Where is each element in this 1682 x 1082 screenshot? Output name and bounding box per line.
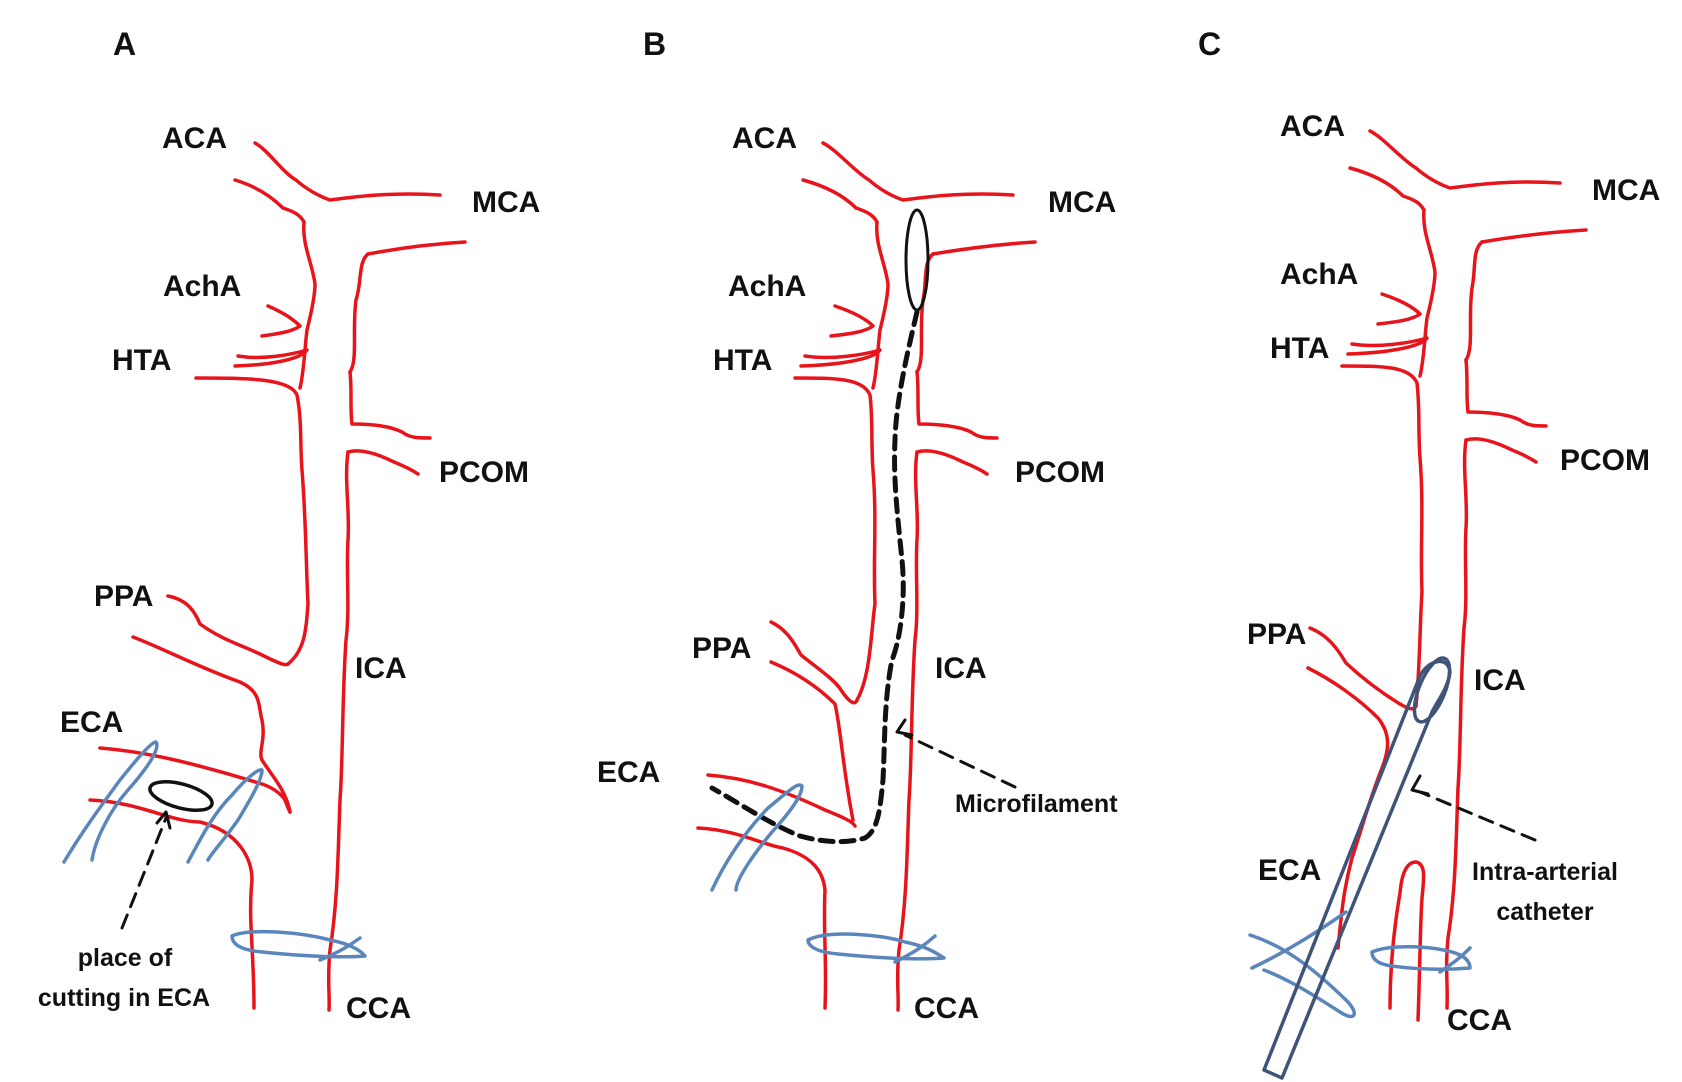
ica-left-wall (298, 220, 317, 390)
eca-cut-arrowhead (155, 810, 172, 830)
ica-right-wall-long (326, 450, 351, 1012)
label-mca: MCA (472, 186, 540, 219)
label-ica: ICA (355, 652, 407, 685)
cca-suture (230, 929, 367, 959)
panel-a-sutures (62, 740, 367, 962)
mca-lower-wall (366, 240, 467, 256)
filament-tip-ellipse (904, 208, 930, 312)
label-c-ppa: PPA (1247, 618, 1306, 651)
label-acha: AchA (163, 270, 241, 303)
panel-a-arteries (88, 141, 467, 1012)
aca-lower-wall (233, 178, 306, 224)
pcom-wall (346, 449, 420, 476)
annotation-c-line2: catheter (1496, 898, 1594, 926)
hta-branch (233, 348, 309, 368)
label-c-pcom: PCOM (1560, 444, 1650, 477)
panel-a-letter: A (113, 26, 136, 62)
panel-c-arteries (1306, 129, 1588, 1022)
label-aca: ACA (162, 122, 227, 155)
microfilament-thread (709, 309, 920, 845)
eca-stump-tip (260, 758, 292, 814)
catheter-arrow (1418, 790, 1537, 842)
label-b-acha: AchA (728, 270, 806, 303)
label-c-acha: AchA (1280, 258, 1358, 291)
microfilament-arrowhead (895, 718, 914, 737)
ppa-vessel-upper (166, 594, 290, 667)
ica-right-wall-upper (348, 252, 370, 374)
ica-right-wall-notch (348, 370, 432, 440)
eca-stump-lower (88, 798, 256, 1010)
label-b-pcom: PCOM (1015, 456, 1105, 489)
panel-b-letter: B (643, 26, 666, 62)
label-c-ica: ICA (1474, 664, 1526, 697)
label-b-ppa: PPA (692, 632, 751, 665)
annotation-b: Microfilament (955, 790, 1118, 818)
label-c-cca: CCA (1447, 1004, 1512, 1037)
panel-c-letter: C (1198, 26, 1221, 62)
catheter-arrowhead (1410, 774, 1430, 796)
label-b-cca: CCA (914, 992, 979, 1025)
label-b-hta: HTA (713, 344, 772, 377)
panel-c: C ACA M (1198, 26, 1660, 1080)
annotation-c-line1: Intra-arterial (1472, 858, 1618, 886)
label-b-ica: ICA (935, 652, 987, 685)
label-ppa: PPA (94, 580, 153, 613)
cca-suture-tail (318, 936, 362, 962)
intra-arterial-catheter (1262, 656, 1452, 1080)
panel-c-sutures (1248, 910, 1472, 1019)
eca-cut-arrow (120, 816, 168, 930)
label-c-aca: ACA (1280, 110, 1345, 143)
ppa-vessel-lower (131, 635, 265, 762)
label-hta: HTA (112, 344, 171, 377)
label-c-mca: MCA (1592, 174, 1660, 207)
label-eca: ECA (60, 706, 123, 739)
acha-branch (260, 304, 302, 338)
label-c-eca: ECA (1258, 854, 1321, 887)
label-pcom: PCOM (439, 456, 529, 489)
eca-suture-left (62, 740, 159, 864)
aca-vessel (253, 141, 442, 202)
label-b-mca: MCA (1048, 186, 1116, 219)
panel-a: A ACA MCA (38, 26, 540, 1025)
label-cca: CCA (346, 992, 411, 1025)
label-b-aca: ACA (732, 122, 797, 155)
annotation-a-line2: cutting in ECA (38, 984, 210, 1012)
label-c-hta: HTA (1270, 332, 1329, 365)
ica-left-wall-mid (194, 376, 310, 666)
eca-cut-ellipse (148, 780, 214, 812)
annotation-a-line1: place of (78, 944, 173, 972)
eca-suture-right (186, 768, 264, 864)
label-b-eca: ECA (597, 756, 660, 789)
microfilament-arrow (903, 733, 1017, 789)
panel-b: B ACA MCA AchA (597, 26, 1118, 1025)
panel-b-sutures (710, 783, 946, 964)
